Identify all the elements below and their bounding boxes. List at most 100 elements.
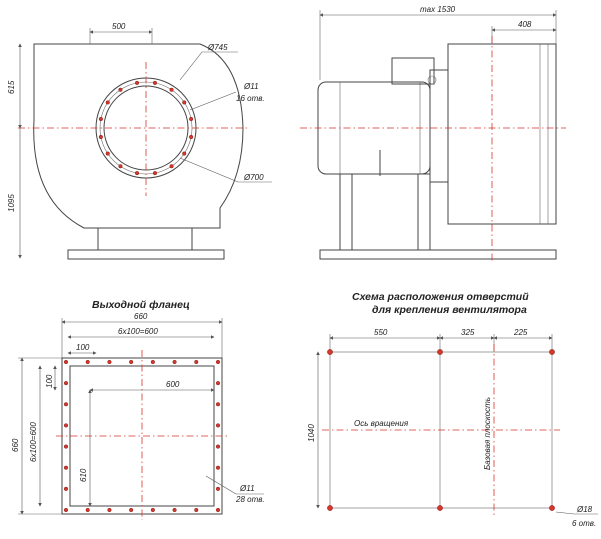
- flange-holes: [98, 80, 194, 176]
- side-base-frame: [319, 249, 557, 260]
- bolt-hole: [63, 465, 69, 470]
- outlet-flange-title: Выходной фланец: [92, 299, 190, 311]
- bolt-hole: [105, 151, 110, 156]
- dim-16-holes: 16 отв.: [236, 94, 265, 103]
- dim-pitch-v: 6x100=600: [29, 422, 38, 462]
- bolt-hole: [118, 87, 123, 92]
- bolt-hole: [549, 505, 555, 511]
- dim-610: 610: [79, 468, 88, 482]
- bolt-hole: [150, 359, 155, 365]
- bolt-hole: [129, 507, 134, 513]
- bolt-hole: [215, 402, 221, 407]
- mount-scheme: Схема расположения отверстий для креплен…: [307, 291, 598, 528]
- rotation-axis-label: Ось вращения: [354, 419, 409, 428]
- bolt-hole: [129, 359, 134, 365]
- bolt-hole: [182, 151, 187, 156]
- mount-title-line2: для крепления вентилятора: [372, 304, 527, 316]
- bolt-hole: [215, 423, 221, 428]
- dim-pitch-h: 6x100=600: [118, 327, 158, 336]
- mount-dim-hole-18: Ø18: [576, 505, 593, 514]
- dim-100-v: 100: [45, 374, 54, 388]
- bolt-hole: [215, 359, 221, 365]
- bolt-hole: [172, 507, 177, 513]
- bolt-hole: [107, 359, 112, 365]
- cable-gland: [427, 75, 437, 85]
- bolt-hole: [215, 507, 221, 513]
- fan-casing: [447, 43, 557, 225]
- fan-housing-outline: [33, 43, 244, 229]
- dim-408: 408: [518, 20, 532, 29]
- dim-600: 600: [166, 380, 180, 389]
- bolt-hole: [437, 349, 443, 355]
- dim-660-height: 660: [11, 438, 20, 452]
- bolt-hole: [63, 423, 69, 428]
- bolt-hole: [98, 134, 103, 140]
- dim-100-h: 100: [76, 343, 90, 352]
- outlet-dim-hole-11: Ø11: [239, 484, 255, 493]
- bolt-hole: [150, 507, 155, 513]
- side-view: max 1530 408: [300, 5, 566, 262]
- bolt-hole: [182, 100, 187, 105]
- motor-flange: [429, 69, 449, 183]
- front-view: 500 Ø745 Ø11 16 отв. Ø700 615 1095: [7, 22, 272, 260]
- base-frame: [67, 249, 225, 260]
- bolt-hole: [85, 507, 90, 513]
- leader-700: [179, 157, 239, 183]
- dim-1040: 1040: [307, 424, 316, 442]
- dim-615: 615: [7, 80, 16, 94]
- bolt-hole: [105, 100, 110, 105]
- bolt-hole: [215, 444, 221, 449]
- bolt-hole: [98, 116, 103, 122]
- mount-title-line1: Схема расположения отверстий: [352, 291, 529, 303]
- bolt-hole: [437, 505, 443, 511]
- bolt-hole: [169, 164, 174, 169]
- bolt-hole: [63, 444, 69, 449]
- mount-holes: [327, 349, 555, 511]
- bolt-hole: [85, 359, 90, 365]
- dim-325: 325: [461, 328, 475, 337]
- outlet-28-holes: 28 отв.: [235, 495, 265, 504]
- bolt-hole: [63, 486, 69, 491]
- bolt-hole: [169, 87, 174, 92]
- bolt-hole: [63, 507, 69, 513]
- bolt-hole: [189, 134, 194, 140]
- leader-mount-hole: [555, 511, 575, 515]
- bolt-hole: [215, 486, 221, 491]
- mount-6-holes: 6 отв.: [572, 519, 596, 528]
- bolt-hole: [118, 164, 123, 169]
- leader-outlet-hole: [205, 475, 237, 495]
- bolt-hole: [327, 505, 333, 511]
- bolt-hole: [63, 402, 69, 407]
- bolt-hole: [327, 349, 333, 355]
- dim-500: 500: [112, 22, 126, 31]
- outlet-flange: Выходной фланец 660 6x100=600 100 600 61…: [11, 299, 265, 520]
- motor-stand: [339, 173, 353, 251]
- base-plane-label: Базовая плоскость: [483, 397, 492, 470]
- bolt-hole: [215, 465, 221, 470]
- bolt-hole: [194, 507, 199, 513]
- bolt-hole: [215, 381, 221, 386]
- dim-700: Ø700: [243, 173, 264, 182]
- motor-stand-right: [417, 173, 431, 251]
- dim-1530: max 1530: [420, 5, 456, 14]
- leader-11: [189, 91, 237, 111]
- bolt-hole: [189, 116, 194, 122]
- bolt-hole: [172, 359, 177, 365]
- terminal-box: [391, 57, 435, 85]
- bolt-hole: [134, 171, 140, 176]
- dim-550: 550: [374, 328, 388, 337]
- leader-745: [179, 51, 203, 81]
- bolt-hole: [107, 507, 112, 513]
- dim-225: 225: [513, 328, 528, 337]
- bolt-hole: [63, 381, 69, 386]
- bolt-hole: [134, 80, 140, 85]
- flange-inner-circle: [103, 85, 189, 171]
- bolt-hole: [194, 359, 199, 365]
- bolt-hole: [152, 171, 158, 176]
- dim-1095: 1095: [7, 194, 16, 212]
- dim-660-width: 660: [134, 312, 148, 321]
- bolt-hole: [152, 80, 158, 85]
- bolt-hole: [549, 349, 555, 355]
- dim-745: Ø745: [207, 43, 228, 52]
